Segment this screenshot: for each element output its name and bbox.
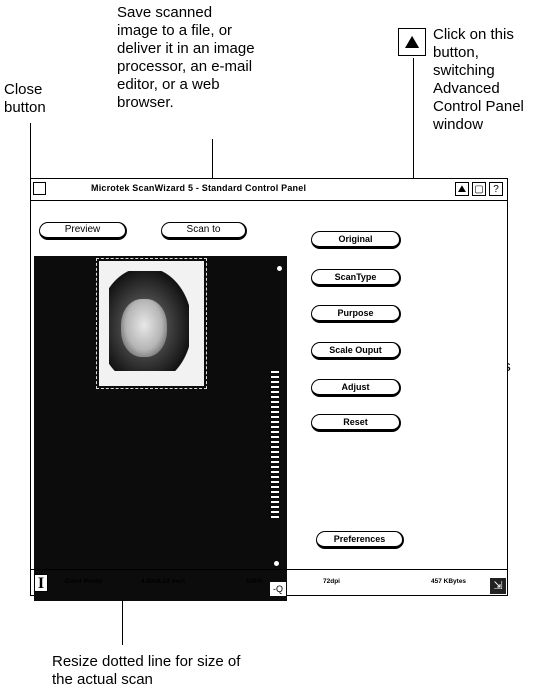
close-button[interactable] xyxy=(33,182,46,195)
scanned-photo xyxy=(99,261,204,386)
scanto-leader-line xyxy=(212,139,213,201)
help-icon[interactable]: ? xyxy=(489,182,503,196)
scale-output-button[interactable]: Scale Ouput xyxy=(311,342,401,360)
scroll-top-dot[interactable] xyxy=(277,266,282,271)
purpose-button[interactable]: Purpose xyxy=(311,305,401,323)
preview-button[interactable]: Preview xyxy=(39,222,127,240)
advanced-control-icon-callout: ⛰ xyxy=(398,28,426,56)
resize-icon[interactable]: ⇲ xyxy=(490,578,506,594)
status-resolution: 72dpi xyxy=(323,578,340,585)
adjust-button[interactable]: Adjust xyxy=(311,379,401,397)
scan-frame-dotted-line[interactable] xyxy=(96,258,207,389)
close-leader-line xyxy=(30,123,31,179)
scan-to-button[interactable]: Scan to xyxy=(161,222,247,240)
window-title: Microtek ScanWizard 5 - Standard Control… xyxy=(91,183,307,193)
zoom-out-button[interactable]: -Q xyxy=(270,582,286,596)
original-button[interactable]: Original xyxy=(311,231,401,249)
status-bar: I Color Photo 4.93x6.22 inch 100% 72dpi … xyxy=(31,569,507,595)
status-image-type: Color Photo xyxy=(65,578,103,585)
preferences-button[interactable]: Preferences xyxy=(316,531,404,549)
status-scale: 100% xyxy=(246,578,263,585)
preview-area[interactable]: -Q xyxy=(34,256,287,601)
status-file-size: 457 KBytes xyxy=(431,578,467,585)
photo-face xyxy=(121,299,167,357)
resize-leader-line xyxy=(122,597,123,645)
advanced-control-icon[interactable]: ⛰ xyxy=(455,182,469,196)
title-bar: Microtek ScanWizard 5 - Standard Control… xyxy=(31,179,507,201)
status-dimensions: 4.93x6.22 inch xyxy=(141,578,186,585)
reset-button[interactable]: Reset xyxy=(311,414,401,432)
window-toggle-icon[interactable]: ▢ xyxy=(472,182,486,196)
save-scanned-annotation: Save scanned image to a file, or deliver… xyxy=(117,4,255,111)
scroll-bottom-dot[interactable] xyxy=(274,561,279,566)
advanced-button-annotation: Click on this button, switching Advanced… xyxy=(433,26,524,133)
info-icon[interactable]: I xyxy=(34,574,48,592)
zoom-scale-bar[interactable] xyxy=(271,371,279,521)
scantype-button[interactable]: ScanType xyxy=(311,269,401,287)
scanwizard-window: Microtek ScanWizard 5 - Standard Control… xyxy=(30,178,508,601)
resize-dotted-annotation: Resize dotted line for size of the actua… xyxy=(52,653,241,688)
advanced-leader-line xyxy=(413,58,414,186)
close-button-annotation: Close button xyxy=(4,81,46,116)
